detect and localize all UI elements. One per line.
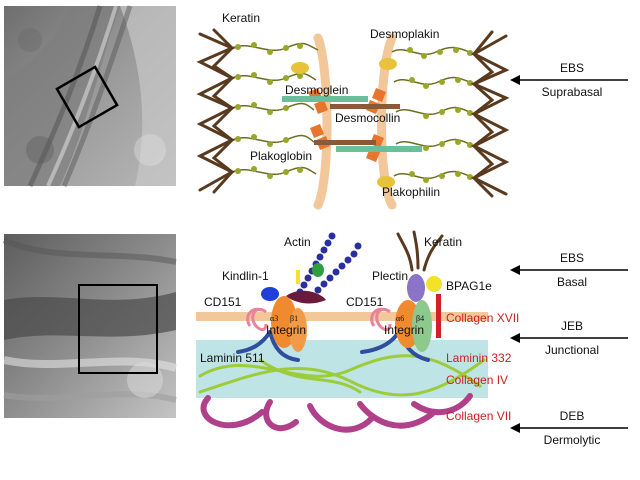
- desmocollin-label: Desmocollin: [335, 111, 400, 125]
- plakoglobin-label: Plakoglobin: [250, 149, 312, 163]
- arrowhead-icon: [510, 265, 520, 275]
- integrin-a3b1-shape: [289, 308, 307, 352]
- collagen-vii-label: Collagen VII: [446, 409, 511, 423]
- desmoplakin-knots-left: [235, 42, 303, 179]
- level-line1: JEB: [561, 319, 583, 333]
- plakophilin-shape: [291, 62, 309, 74]
- desmoglein-shape: [336, 146, 422, 152]
- actin-binding-green: [312, 263, 324, 277]
- desmocollin-shape: [330, 104, 400, 109]
- arrowhead-icon: [510, 333, 520, 343]
- plakophilin-label: Plakophilin: [382, 185, 440, 199]
- keratin-filaments-left: [196, 28, 236, 194]
- level-ebs-suprabasal: EBS Suprabasal: [510, 61, 628, 99]
- micrograph-hemidesmosome: [2, 234, 178, 418]
- integrin-label-left: Integrin: [266, 323, 306, 337]
- hemidesmosome-schematic: Actin Keratin Kindlin-1 Plectin BPAG1e C…: [196, 230, 519, 433]
- right-membrane: [377, 33, 397, 210]
- level-jeb-junctional: JEB Junctional: [510, 319, 628, 357]
- cd151-shape-right: [370, 307, 392, 332]
- desmoplakin-knots-right: [407, 47, 473, 183]
- arrowhead-icon: [510, 75, 520, 85]
- bpag-shape: [426, 276, 442, 292]
- bpag-label: BPAG1e: [446, 279, 492, 293]
- kindlin-label: Kindlin-1: [222, 269, 269, 283]
- desmocollin-shape: [314, 140, 376, 145]
- micrograph-inset-box: [78, 284, 158, 374]
- kindlin-shape: [261, 287, 279, 301]
- cd151-label-left: CD151: [204, 295, 242, 309]
- keratin-hd-label: Keratin: [424, 235, 462, 249]
- beta4-label: β4: [416, 314, 424, 323]
- collagen-iv-label: Collagen IV: [446, 373, 508, 387]
- micrograph-desmosome: [4, 5, 176, 188]
- level-line1: EBS: [560, 61, 584, 75]
- integrin-a6b4-shape: [412, 300, 432, 352]
- level-line2: Suprabasal: [542, 85, 603, 99]
- integrin-label-right: Integrin: [384, 323, 424, 337]
- collagen-xvii-shape: [436, 294, 441, 338]
- plectin-label: Plectin: [372, 269, 408, 283]
- arrowhead-icon: [510, 423, 520, 433]
- alpha3-label: α3: [270, 314, 278, 323]
- cd151-shape-left: [246, 307, 268, 332]
- desmosome-schematic: Keratin Desmoplakin Desmoglein Desmocoll…: [196, 11, 510, 210]
- left-membrane: [313, 33, 332, 210]
- keratin-filaments-hd: [396, 230, 444, 272]
- beta1-label: β1: [290, 314, 298, 323]
- plakophilin-shape: [379, 58, 397, 70]
- level-line1: EBS: [560, 251, 584, 265]
- collagen-iv-strands: [198, 354, 486, 397]
- actin-label: Actin: [284, 235, 311, 249]
- level-line2: Junctional: [545, 343, 599, 357]
- desmoglein-shape: [282, 96, 368, 102]
- level-indicators: EBS Suprabasal EBS Basal JEB Junctional …: [510, 61, 628, 447]
- level-line2: Basal: [557, 275, 587, 289]
- laminin-511-label: Laminin 511: [200, 351, 265, 365]
- desmoglein-label: Desmoglein: [285, 83, 348, 97]
- plakophilin-shape: [377, 176, 395, 188]
- level-line2: Dermolytic: [544, 433, 601, 447]
- level-deb-dermolytic: DEB Dermolytic: [510, 409, 628, 447]
- desmoplakin-strands-right: [391, 46, 475, 179]
- level-line1: DEB: [560, 409, 585, 423]
- keratin-filaments-right: [470, 30, 510, 198]
- alpha6-label: α6: [396, 314, 404, 323]
- actin-binding-maroon: [286, 290, 326, 304]
- actin-binding-yellow: [296, 270, 300, 284]
- laminin-511-shape: [236, 330, 300, 362]
- laminin-332-label: Laminin 332: [446, 351, 512, 365]
- level-ebs-basal: EBS Basal: [510, 251, 628, 289]
- basement-membrane-band: [196, 340, 488, 398]
- cd151-label-right: CD151: [346, 295, 384, 309]
- plectin-shape: [407, 274, 425, 302]
- collagen-vii-arcs: [200, 393, 473, 433]
- collagen-xvii-label: Collagen XVII: [446, 311, 519, 325]
- micrograph-inset-box: [55, 65, 119, 129]
- desmoplakin-label: Desmoplakin: [370, 27, 439, 41]
- keratin-label: Keratin: [222, 11, 260, 25]
- plasma-membrane-band: [196, 312, 488, 321]
